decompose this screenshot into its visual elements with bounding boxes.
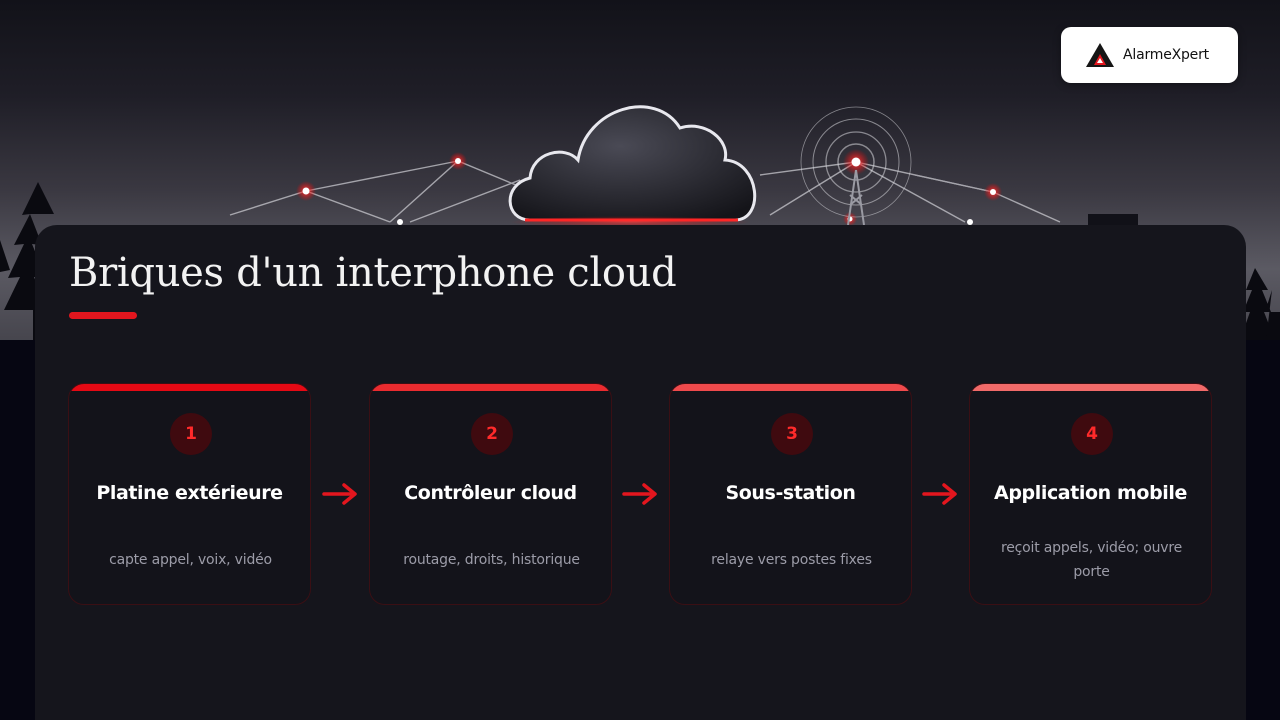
- step-description: capte appel, voix, vidéo: [109, 552, 272, 568]
- step-card-accent-bar: [670, 384, 911, 391]
- step-card-3: 3 Sous-station relaye vers postes fixes: [669, 383, 912, 605]
- step-description: relaye vers postes fixes: [711, 552, 872, 568]
- brand-name: AlarmeXpert: [1123, 47, 1209, 63]
- step-card-accent-bar: [69, 384, 310, 391]
- arrow-right-icon: [322, 483, 357, 505]
- step-title: Platine extérieure: [96, 482, 283, 504]
- step-number-badge: 3: [771, 413, 813, 455]
- step-card-accent-bar: [370, 384, 611, 391]
- slide-title: Briques d'un interphone cloud: [69, 250, 677, 296]
- step-title: Contrôleur cloud: [404, 482, 577, 504]
- step-title: Sous-station: [725, 482, 856, 504]
- step-title: Application mobile: [994, 482, 1187, 504]
- step-number-badge: 1: [170, 413, 212, 455]
- step-description: reçoit appels, vidéo; ouvre porte: [1001, 540, 1182, 580]
- title-underline: [69, 312, 137, 319]
- arrow-right-icon: [922, 483, 957, 505]
- step-number-badge: 2: [471, 413, 513, 455]
- arrow-right-icon: [622, 483, 657, 505]
- brand-logo: AlarmeXpert: [1061, 27, 1238, 83]
- step-card-2: 2 Contrôleur cloud routage, droits, hist…: [369, 383, 612, 605]
- alarmexpert-logo-icon: [1086, 43, 1114, 67]
- step-card-1: 1 Platine extérieure capte appel, voix, …: [68, 383, 311, 605]
- step-card-accent-bar: [970, 384, 1211, 391]
- step-description: routage, droits, historique: [403, 552, 580, 568]
- step-card-4: 4 Application mobile reçoit appels, vidé…: [969, 383, 1212, 605]
- step-number-badge: 4: [1071, 413, 1113, 455]
